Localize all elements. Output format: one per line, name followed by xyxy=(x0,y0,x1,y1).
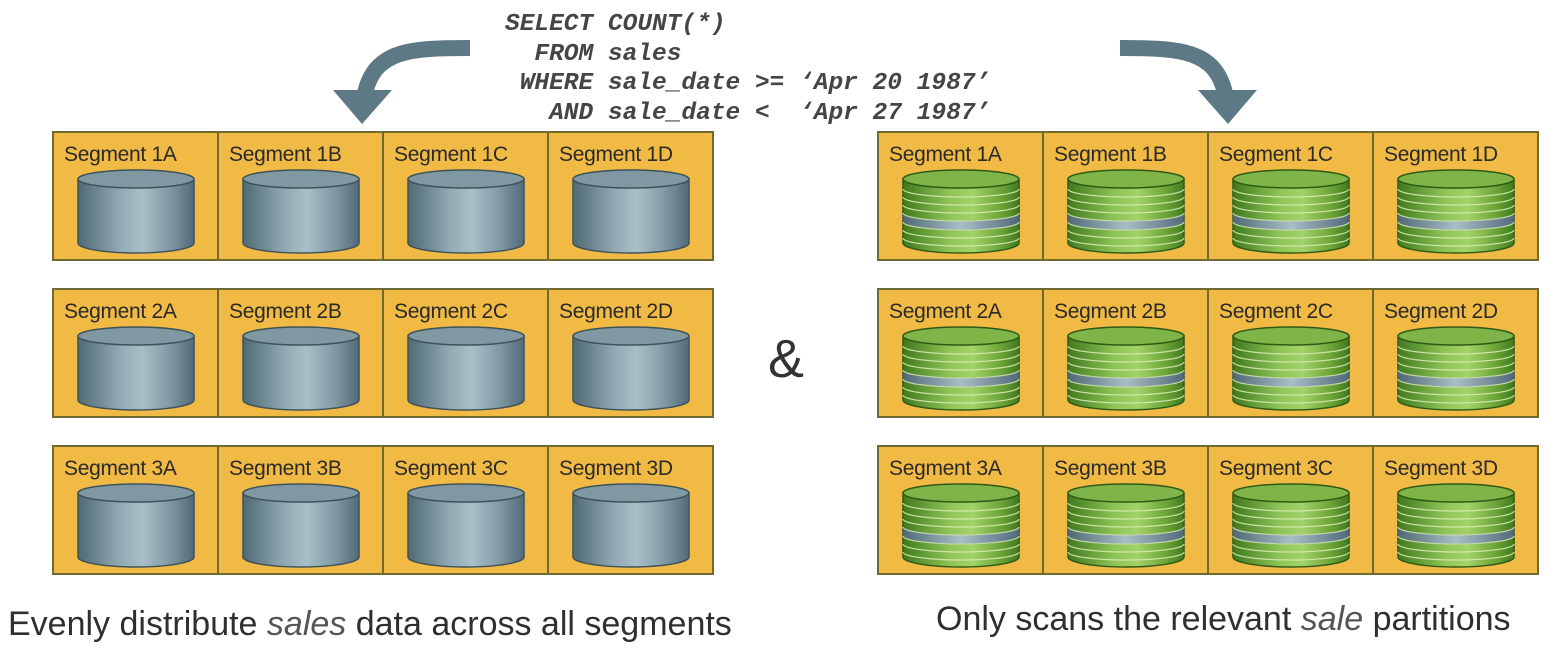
partitioned-disk-icon xyxy=(902,169,1020,254)
segment-label: Segment 3C xyxy=(1219,457,1333,480)
segment-cell: Segment 3D xyxy=(1374,445,1539,575)
sql-line-1: SELECT COUNT(*) xyxy=(505,11,726,38)
disk-icon xyxy=(77,326,195,411)
segment-cell: Segment 2B xyxy=(1044,288,1209,418)
right-caption: Only scans the relevant sale partitions xyxy=(936,600,1511,639)
segment-label: Segment 1A xyxy=(64,143,177,166)
disk-icon xyxy=(407,169,525,254)
segment-cell: Segment 3B xyxy=(1044,445,1209,575)
segment-cell: Segment 2A xyxy=(877,288,1044,418)
partitioned-disk-icon xyxy=(1397,169,1515,254)
partitioned-disk-icon xyxy=(1067,169,1185,254)
disk-icon xyxy=(572,483,690,568)
right-caption-pre: Only scans the relevant xyxy=(936,600,1301,638)
segment-label: Segment 2A xyxy=(64,300,177,323)
sql-line-2: FROM sales xyxy=(505,40,682,68)
segment-label: Segment 2D xyxy=(1384,300,1498,323)
left-segment-grid: Segment 1A Segment 1B Segment 1C Segment… xyxy=(52,131,714,575)
segment-label: Segment 2A xyxy=(889,300,1002,323)
segment-cell: Segment 1B xyxy=(1044,131,1209,261)
segment-label: Segment 3A xyxy=(64,457,177,480)
disk-icon xyxy=(572,169,690,254)
disk-icon xyxy=(242,169,360,254)
segment-row: Segment 3A Segment 3B Segment 3C Segment… xyxy=(877,445,1539,575)
right-caption-emphasis: sale xyxy=(1300,600,1364,638)
segment-label: Segment 1A xyxy=(889,143,1002,166)
sql-line-4: AND sale_date < ‘Apr 27 1987’ xyxy=(505,99,991,127)
left-caption: Evenly distribute sales data across all … xyxy=(8,605,732,644)
disk-icon xyxy=(242,483,360,568)
segment-label: Segment 1D xyxy=(559,143,673,166)
segment-cell: Segment 2D xyxy=(549,288,714,418)
segment-label: Segment 1C xyxy=(1219,143,1333,166)
segment-label: Segment 2C xyxy=(394,300,508,323)
segment-label: Segment 1D xyxy=(1384,143,1498,166)
partitioned-disk-icon xyxy=(902,326,1020,411)
segment-cell: Segment 1C xyxy=(1209,131,1374,261)
segment-cell: Segment 1A xyxy=(52,131,219,261)
segment-label: Segment 3B xyxy=(229,457,342,480)
segment-label: Segment 1B xyxy=(1054,143,1167,166)
segment-label: Segment 3D xyxy=(1384,457,1498,480)
left-curved-arrow-icon xyxy=(333,40,471,124)
sql-line-3: WHERE sale_date >= ‘Apr 20 1987’ xyxy=(505,70,991,97)
left-caption-post: data across all segments xyxy=(346,605,732,643)
right-caption-post: partitions xyxy=(1363,600,1511,638)
disk-icon xyxy=(242,326,360,411)
segment-label: Segment 3A xyxy=(889,457,1002,480)
partitioned-disk-icon xyxy=(1232,326,1350,411)
partitioned-disk-icon xyxy=(1397,483,1515,568)
disk-icon xyxy=(77,483,195,568)
ampersand-connector: & xyxy=(768,329,805,389)
segment-row: Segment 2A Segment 2B Segment 2C Segment… xyxy=(877,288,1539,418)
disk-icon xyxy=(407,326,525,411)
segment-label: Segment 2C xyxy=(1219,300,1333,323)
segment-label: Segment 1B xyxy=(229,143,342,166)
segment-cell: Segment 1B xyxy=(219,131,384,261)
sql-query: SELECT COUNT(*) FROM sales WHERE sale_da… xyxy=(505,10,990,128)
segment-cell: Segment 2D xyxy=(1374,288,1539,418)
segment-label: Segment 1C xyxy=(394,143,508,166)
segment-cell: Segment 1D xyxy=(549,131,714,261)
segment-label: Segment 3D xyxy=(559,457,673,480)
partitioned-disk-icon xyxy=(1232,169,1350,254)
segment-label: Segment 3C xyxy=(394,457,508,480)
segment-label: Segment 2D xyxy=(559,300,673,323)
segment-cell: Segment 1A xyxy=(877,131,1044,261)
disk-icon xyxy=(572,326,690,411)
disk-icon xyxy=(77,169,195,254)
segment-row: Segment 1A Segment 1B Segment 1C Segment… xyxy=(52,131,714,261)
segment-cell: Segment 3A xyxy=(877,445,1044,575)
partitioned-disk-icon xyxy=(902,483,1020,568)
segment-cell: Segment 2C xyxy=(1209,288,1374,418)
right-curved-arrow-icon xyxy=(1119,40,1257,124)
right-segment-grid: Segment 1A Segment 1B Segment 1C Segment… xyxy=(877,131,1539,575)
left-caption-emphasis: sales xyxy=(266,605,347,643)
segment-cell: Segment 2C xyxy=(384,288,549,418)
segment-row: Segment 2A Segment 2B Segment 2C Segment… xyxy=(52,288,714,418)
partitioned-disk-icon xyxy=(1067,483,1185,568)
segment-cell: Segment 1D xyxy=(1374,131,1539,261)
partitioned-disk-icon xyxy=(1232,483,1350,568)
segment-row: Segment 3A Segment 3B Segment 3C Segment… xyxy=(52,445,714,575)
left-caption-pre: Evenly distribute xyxy=(8,605,267,643)
segment-cell: Segment 3C xyxy=(1209,445,1374,575)
partitioned-disk-icon xyxy=(1397,326,1515,411)
segment-label: Segment 3B xyxy=(1054,457,1167,480)
segment-cell: Segment 3D xyxy=(549,445,714,575)
partitioned-disk-icon xyxy=(1067,326,1185,411)
segment-label: Segment 2B xyxy=(229,300,342,323)
segment-cell: Segment 2A xyxy=(52,288,219,418)
segment-cell: Segment 3A xyxy=(52,445,219,575)
segment-cell: Segment 3B xyxy=(219,445,384,575)
segment-cell: Segment 2B xyxy=(219,288,384,418)
segment-cell: Segment 1C xyxy=(384,131,549,261)
disk-icon xyxy=(407,483,525,568)
segment-cell: Segment 3C xyxy=(384,445,549,575)
segment-row: Segment 1A Segment 1B Segment 1C Segment… xyxy=(877,131,1539,261)
segment-label: Segment 2B xyxy=(1054,300,1167,323)
